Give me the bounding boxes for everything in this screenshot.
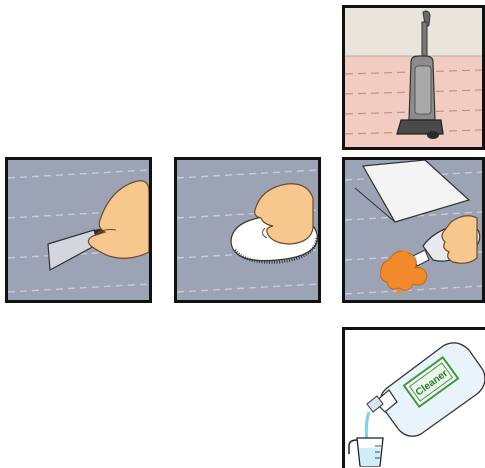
detergent-bottle-icon: Cleaner <box>366 342 485 437</box>
pour-panel: Cleaner <box>342 327 485 468</box>
scrape-illustration <box>8 160 149 300</box>
spray-mist-icon <box>380 249 428 295</box>
vacuum-illustration <box>345 8 482 147</box>
wipe-panel <box>174 157 321 303</box>
spray-panel <box>342 157 485 303</box>
pour-illustration: Cleaner <box>345 330 485 468</box>
hand-icon <box>441 215 478 264</box>
wipe-illustration <box>177 160 318 300</box>
towel-icon <box>354 160 471 223</box>
vacuum-icon <box>396 10 444 139</box>
spray-illustration <box>345 160 482 300</box>
scrape-panel <box>5 157 152 303</box>
vacuum-panel <box>342 5 485 150</box>
measuring-cup-icon <box>348 437 384 467</box>
hand-icon <box>87 180 149 259</box>
hand-icon <box>254 183 314 245</box>
